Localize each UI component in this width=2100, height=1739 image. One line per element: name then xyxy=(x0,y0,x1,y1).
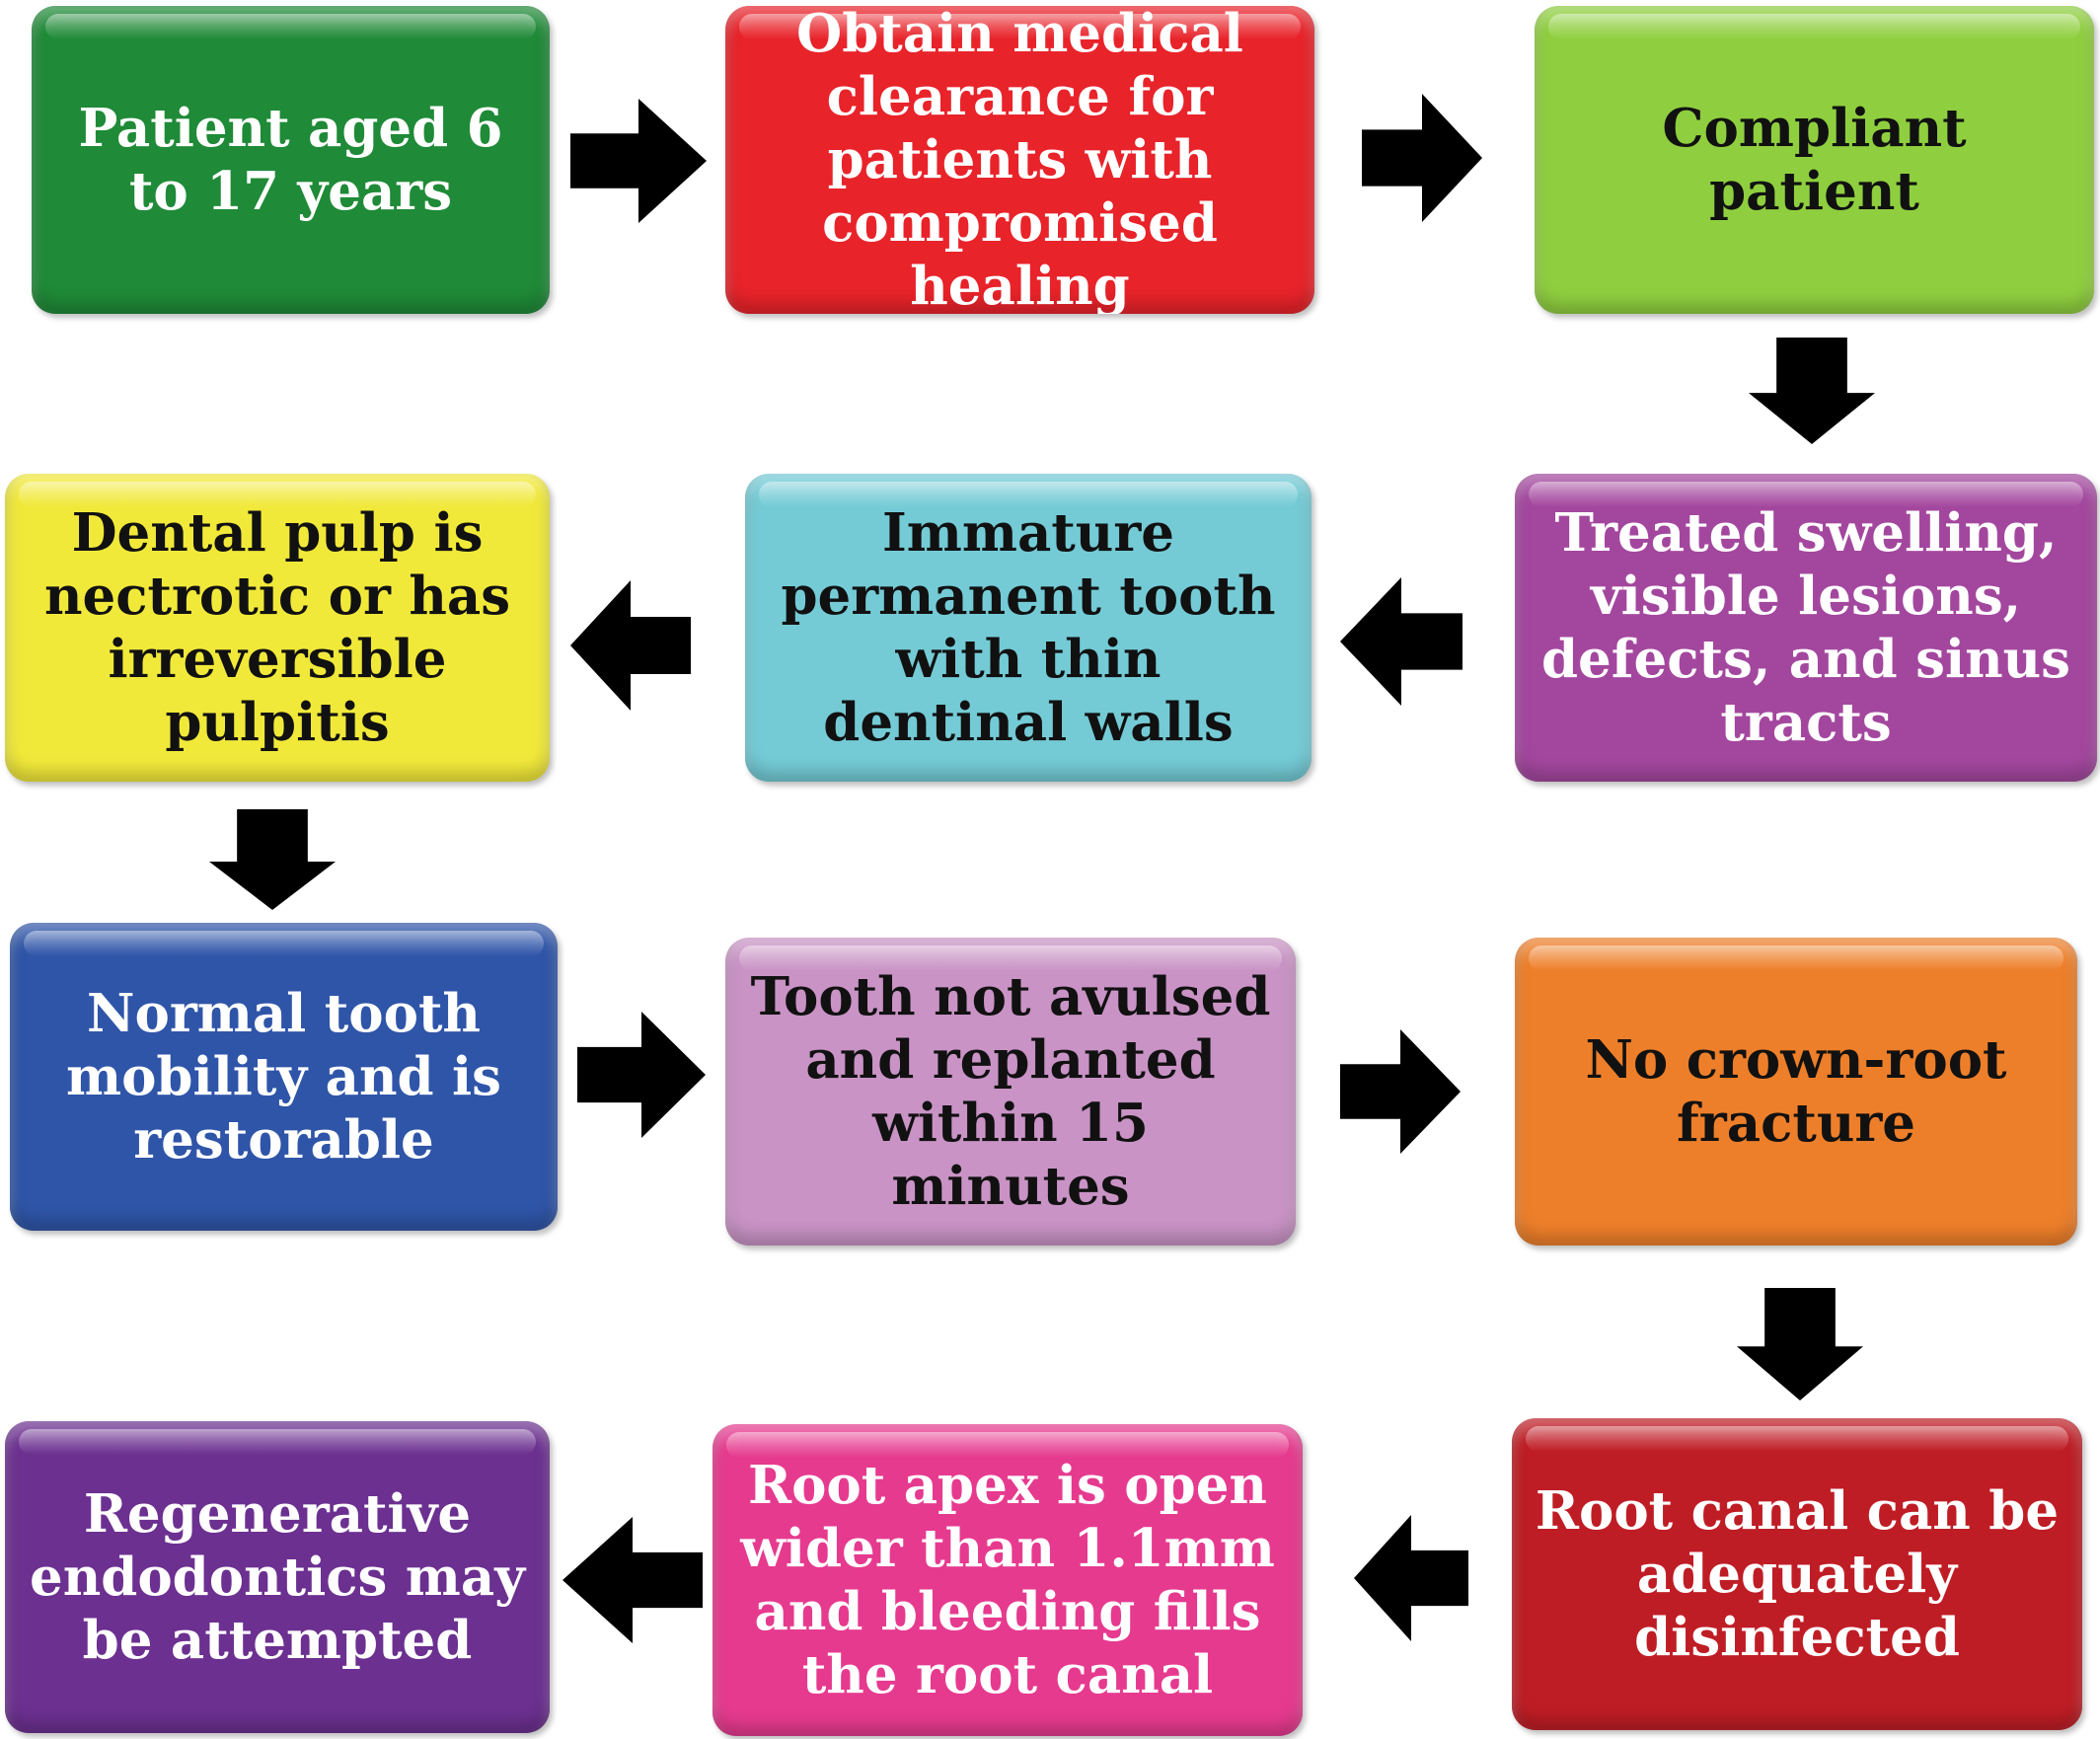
step-no-fracture: No crown-root fracture xyxy=(1515,938,2077,1246)
step-dental-pulp: Dental pulp is nectrotic or has irrevers… xyxy=(5,474,550,782)
step-medical-clearance: Obtain medical clearance for patients wi… xyxy=(725,6,1314,314)
step-root-apex-open-label: Root apex is open wider than 1.1mm and b… xyxy=(740,1455,1275,1705)
arrow-right-icon xyxy=(577,1012,706,1138)
step-treated-swelling: Treated swelling, visible lesions, defec… xyxy=(1515,474,2097,782)
step-treated-swelling-label: Treated swelling, visible lesions, defec… xyxy=(1540,502,2071,753)
arrow-right-icon xyxy=(1362,94,1482,222)
step-patient-age-label: Patient aged 6 to 17 years xyxy=(78,98,503,222)
arrow-left-icon xyxy=(562,1517,703,1643)
step-patient-age: Patient aged 6 to 17 years xyxy=(32,6,550,314)
arrow-down-icon xyxy=(1749,338,1875,444)
step-immature-tooth: Immature permanent tooth with thin denti… xyxy=(745,474,1312,782)
arrow-right-icon xyxy=(1340,1029,1461,1154)
step-tooth-mobility-label: Normal tooth mobility and is restorable xyxy=(66,983,501,1171)
step-compliant-patient: Compliant patient xyxy=(1535,6,2094,314)
step-dental-pulp-label: Dental pulp is nectrotic or has irrevers… xyxy=(43,502,511,753)
step-root-apex-open: Root apex is open wider than 1.1mm and b… xyxy=(712,1424,1303,1736)
step-medical-clearance-label: Obtain medical clearance for patients wi… xyxy=(796,6,1243,314)
step-not-avulsed: Tooth not avulsed and replanted within 1… xyxy=(725,938,1296,1246)
arrow-left-icon xyxy=(1354,1515,1468,1641)
step-immature-tooth-label: Immature permanent tooth with thin denti… xyxy=(781,502,1276,753)
step-tooth-mobility: Normal tooth mobility and is restorable xyxy=(10,923,558,1231)
step-no-fracture-label: No crown-root fracture xyxy=(1585,1029,2007,1154)
step-regenerative-endodontics-label: Regenerative endodontics may be attempte… xyxy=(30,1483,525,1671)
arrow-down-icon xyxy=(1737,1288,1863,1400)
step-regenerative-endodontics: Regenerative endodontics may be attempte… xyxy=(5,1421,550,1733)
arrow-left-icon xyxy=(1340,577,1462,706)
arrow-left-icon xyxy=(570,580,691,711)
step-compliant-patient-label: Compliant patient xyxy=(1662,98,1967,222)
arrow-right-icon xyxy=(570,99,707,223)
step-root-canal-disinfected: Root canal can be adequately disinfected xyxy=(1512,1418,2082,1730)
step-not-avulsed-label: Tooth not avulsed and replanted within 1… xyxy=(750,966,1271,1217)
step-root-canal-disinfected-label: Root canal can be adequately disinfected xyxy=(1535,1480,2060,1668)
arrow-down-icon xyxy=(209,809,336,910)
